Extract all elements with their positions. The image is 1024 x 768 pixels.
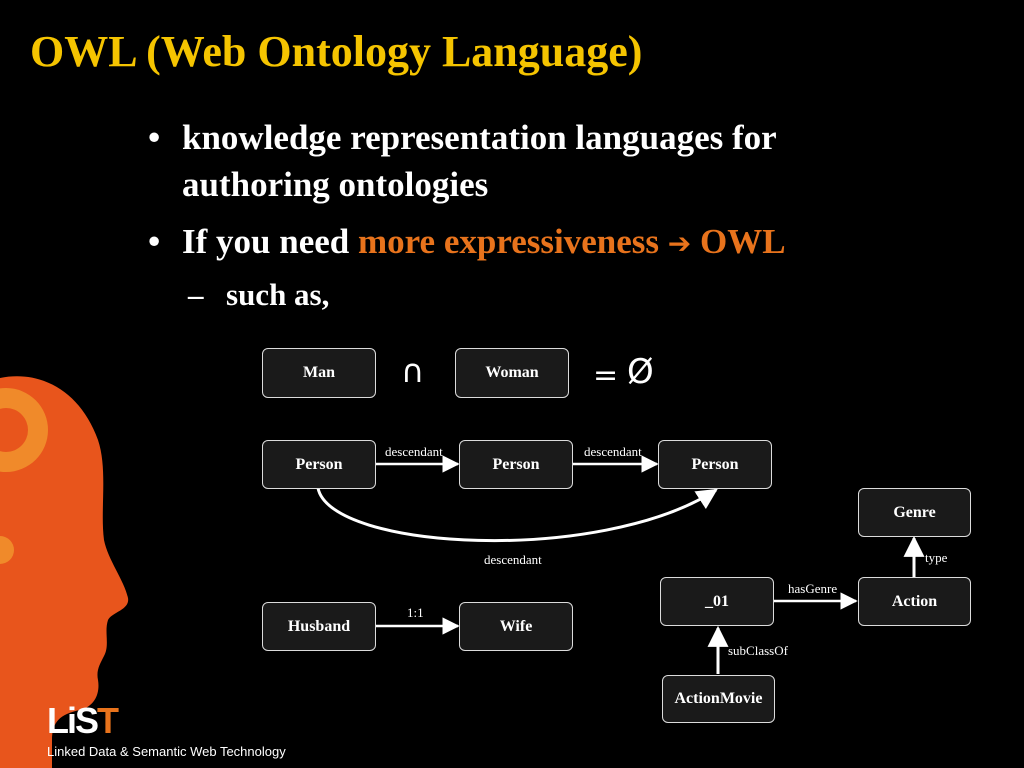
head-silhouette-graphic	[0, 376, 129, 768]
edge-label-one-to-one: 1:1	[407, 605, 424, 620]
intersection-symbol: ∩	[401, 352, 425, 390]
node-husband: Husband	[262, 602, 376, 651]
edge-label-descendant-curve: descendant	[484, 552, 542, 567]
edge-label-has-genre: hasGenre	[788, 581, 838, 596]
node-action: Action	[858, 577, 971, 626]
node-person-1: Person	[262, 440, 376, 489]
list-logo: LiST	[47, 700, 119, 741]
bullet-suffix: OWL	[691, 222, 786, 261]
slide-title: OWL (Web Ontology Language)	[30, 27, 643, 76]
footer-text: Linked Data & Semantic Web Technology	[47, 744, 286, 759]
node-action-movie: ActionMovie	[662, 675, 775, 723]
node-person-3: Person	[658, 440, 772, 489]
node-wife: Wife	[459, 602, 573, 651]
node-woman: Woman	[455, 348, 569, 398]
bullet-marker: •	[148, 118, 161, 157]
edge-label-subclass-of: subClassOf	[728, 643, 788, 658]
edge-label-descendant-1: descendant	[385, 444, 443, 459]
bullet-prefix: If you need	[182, 222, 358, 261]
bullet-line-2: authoring ontologies	[182, 165, 489, 204]
node-genre: Genre	[858, 488, 971, 537]
bullet-marker: •	[148, 222, 161, 261]
edge-label-type: type	[925, 550, 948, 565]
equals-symbol: =	[593, 358, 619, 393]
sub-bullet-text: such as,	[226, 277, 330, 312]
empty-set-symbol: Ø	[627, 352, 654, 392]
node-man: Man	[262, 348, 376, 398]
bullet-line-1: knowledge representation languages for	[182, 118, 777, 157]
edge-descendant-curve	[316, 487, 718, 543]
edge-label-descendant-2: descendant	[584, 444, 642, 459]
node-person-2: Person	[459, 440, 573, 489]
bullet-highlight: more expressiveness	[358, 222, 660, 261]
node-instance-01: _01	[660, 577, 774, 626]
arrow-right-icon: ➔	[667, 227, 692, 260]
bullet-marker: –	[188, 277, 204, 312]
